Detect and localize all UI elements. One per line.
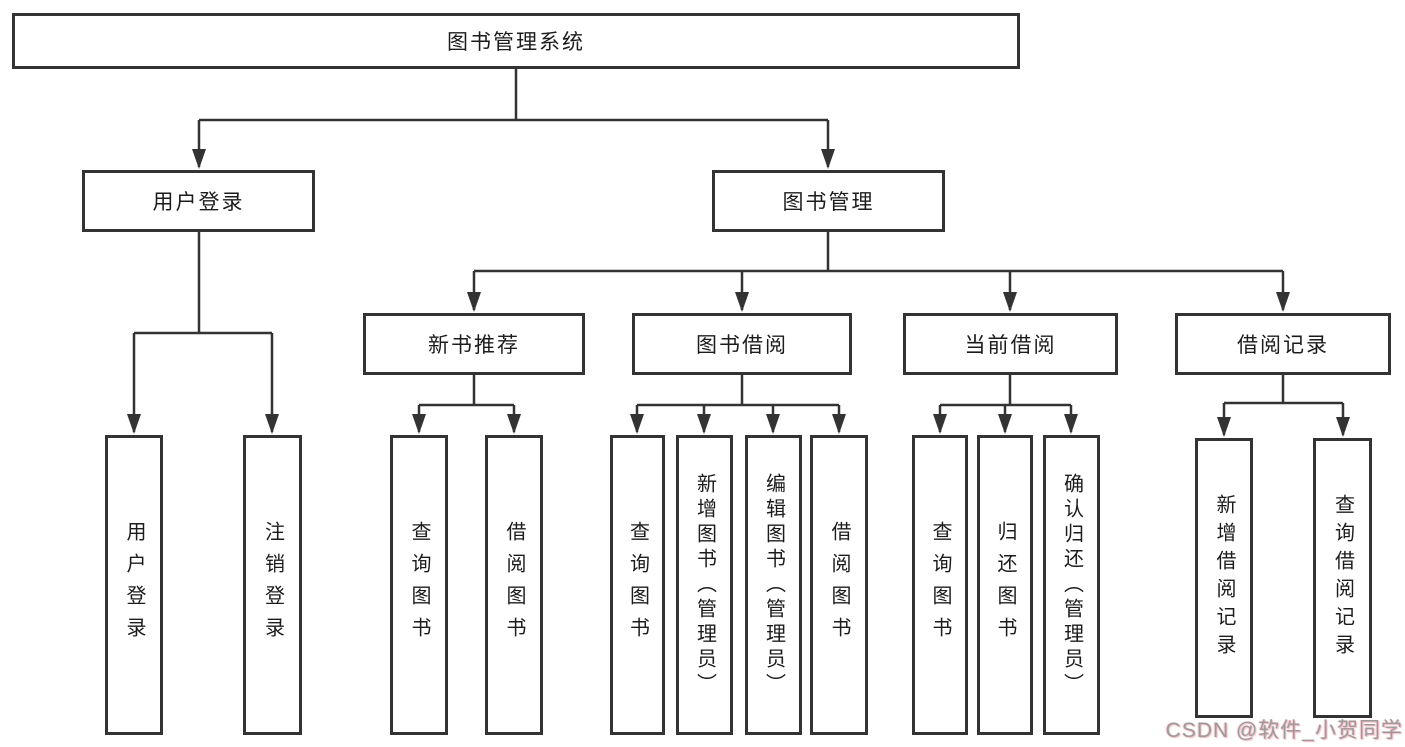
- node-root: 图书管理系统: [12, 13, 1020, 69]
- node-leaf-user-login: 用户登录: [105, 435, 163, 735]
- node-leaf-current-confirm-return: 确认归还（管理员）: [1043, 435, 1100, 735]
- csdn-watermark: CSDN @软件_小贺同学: [1165, 719, 1403, 742]
- node-current-borrowing: 当前借阅: [903, 313, 1118, 375]
- node-new-book-recommend: 新书推荐: [363, 313, 585, 375]
- node-leaf-recommend-query-books: 查询图书: [390, 435, 448, 735]
- node-book-borrowing: 图书借阅: [632, 313, 852, 375]
- node-book-management: 图书管理: [712, 170, 945, 232]
- node-leaf-borrowing-edit-books: 编辑图书（管理员）: [745, 435, 802, 735]
- node-leaf-borrowing-add-books: 新增图书（管理员）: [676, 435, 733, 735]
- node-leaf-recommend-borrow-books: 借阅图书: [485, 435, 543, 735]
- node-user-login: 用户登录: [82, 170, 315, 232]
- node-leaf-logout: 注销登录: [243, 435, 302, 735]
- node-leaf-borrowing-borrow-books: 借阅图书: [810, 435, 868, 735]
- node-leaf-current-query-books: 查询图书: [912, 435, 968, 735]
- node-borrowing-records: 借阅记录: [1175, 313, 1391, 375]
- node-leaf-records-query-record: 查询借阅记录: [1313, 438, 1372, 718]
- node-leaf-records-add-record: 新增借阅记录: [1195, 438, 1253, 718]
- node-leaf-current-return-books: 归还图书: [977, 435, 1033, 735]
- node-leaf-borrowing-query-books: 查询图书: [610, 435, 665, 735]
